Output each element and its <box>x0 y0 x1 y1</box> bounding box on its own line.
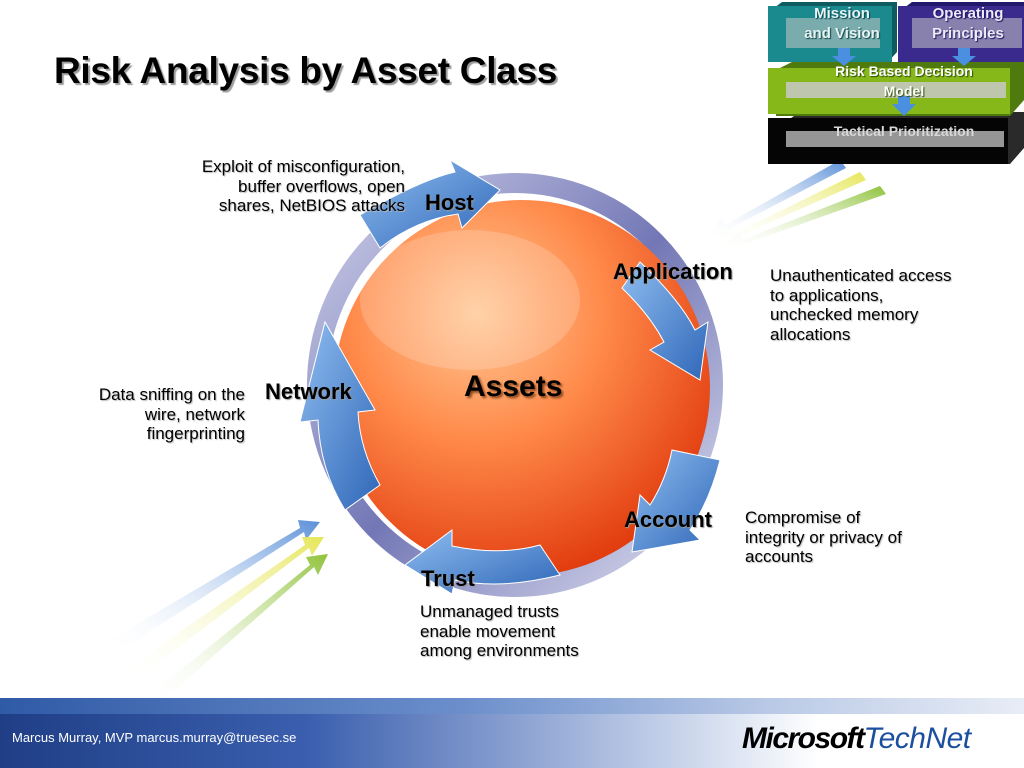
node-application: Application <box>613 259 733 284</box>
account-description-line: Compromise of <box>745 508 861 527</box>
application-description-line: unchecked memory <box>770 305 919 324</box>
mission-vision-label: Mission and Vision <box>778 4 906 44</box>
principles-line-1: Operating <box>932 5 1004 22</box>
inflow-arrows-lower-left-icon <box>110 520 328 705</box>
trust-description-line: Unmanaged trusts <box>420 602 559 621</box>
risk-model-line-1: Risk Based Decision <box>835 63 973 79</box>
operating-principles-label: Operating Principles <box>906 4 1024 44</box>
mission-line-2: and Vision <box>804 25 880 42</box>
host-description: Exploit of misconfiguration, buffer over… <box>150 157 405 216</box>
footer-band <box>0 698 1024 714</box>
node-account: Account <box>624 507 712 532</box>
framework-pyramid <box>768 2 1024 164</box>
application-description-line: to applications, <box>770 285 884 305</box>
network-description-line: Data sniffing on the <box>98 385 245 404</box>
host-description-line: buffer overflows, open <box>238 176 405 196</box>
trust-description: Unmanaged trusts enable movement among e… <box>420 602 640 661</box>
mission-line-1: Mission <box>814 5 870 22</box>
logo-technet: TechNet <box>863 722 972 755</box>
curved-arrow-icon <box>299 158 721 595</box>
account-description: Compromise of integrity or privacy of ac… <box>745 508 995 567</box>
trust-description-line: enable movement <box>420 621 556 641</box>
footer <box>0 714 1024 768</box>
logo-microsoft: Microsoft <box>742 722 865 755</box>
footer-author: Marcus Murray, MVP marcus.murray@truesec… <box>12 730 297 745</box>
microsoft-technet-logo: MicrosoftTechNet <box>742 722 971 756</box>
network-description-line: fingerprinting <box>146 424 245 443</box>
host-description-line: Exploit of misconfiguration, <box>201 157 405 176</box>
assets-sphere <box>334 200 710 576</box>
node-trust: Trust <box>421 566 475 591</box>
network-description: Data sniffing on the wire, network finge… <box>40 385 245 444</box>
network-description-line: wire, network <box>144 404 245 424</box>
application-description: Unauthenticated access to applications, … <box>770 266 1020 344</box>
application-description-line: Unauthenticated access <box>770 266 952 285</box>
risk-model-line-2: Model <box>883 83 925 99</box>
application-description-line: allocations <box>770 324 851 344</box>
page-title: Risk Analysis by Asset Class <box>54 50 558 91</box>
principles-line-2: Principles <box>932 25 1004 42</box>
host-description-line: shares, NetBIOS attacks <box>218 196 405 215</box>
node-network: Network <box>265 379 352 404</box>
risk-model-label: Risk Based Decision Model <box>778 61 1024 101</box>
tactical-prioritization-label: Tactical Prioritization <box>833 123 975 139</box>
account-description-line: accounts <box>745 547 814 566</box>
trust-description-line: among environments <box>420 641 579 660</box>
inflow-arrows-upper-right-icon <box>705 160 886 251</box>
center-assets-label: Assets <box>464 370 563 403</box>
account-description-line: integrity or privacy of <box>745 527 902 547</box>
node-host: Host <box>425 190 474 215</box>
